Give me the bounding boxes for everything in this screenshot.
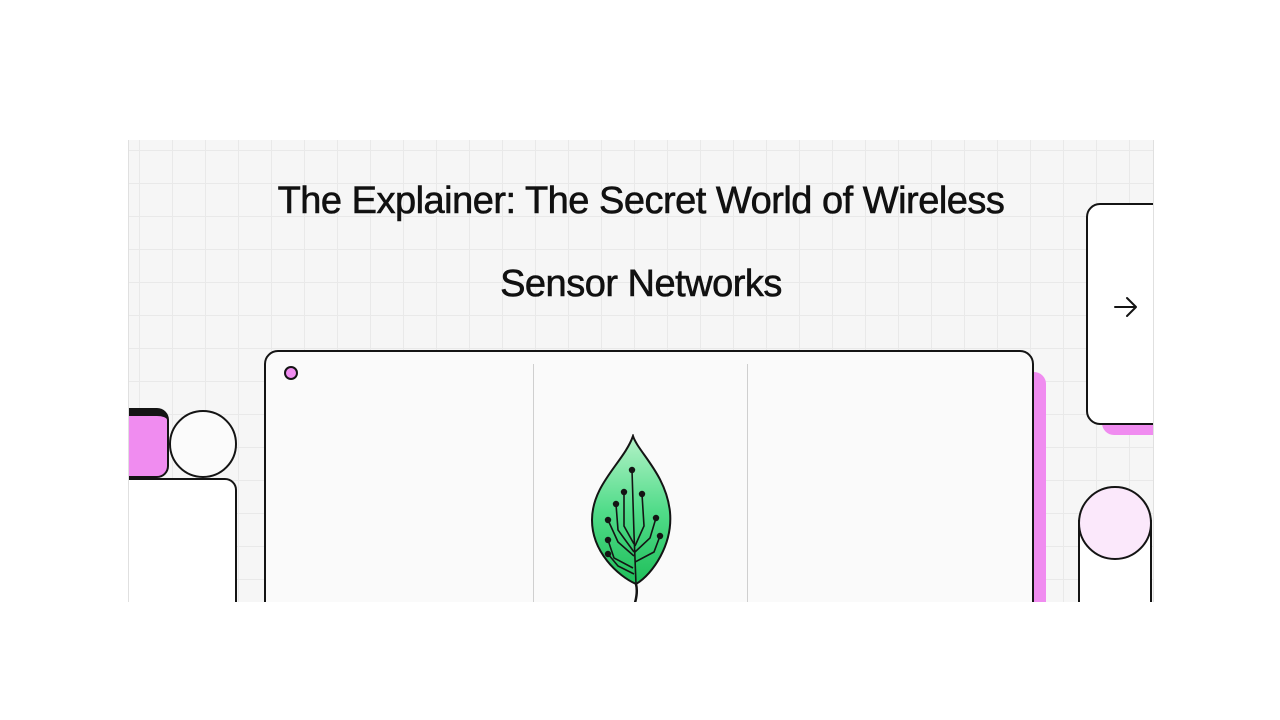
pink-dot-decoration bbox=[284, 366, 298, 380]
left-circle-decoration bbox=[169, 410, 237, 478]
circuit-leaf-icon bbox=[590, 434, 672, 602]
slide-canvas: The Explainer: The Secret World of Wirel… bbox=[128, 140, 1154, 602]
right-circle-decoration bbox=[1078, 486, 1152, 560]
arrow-right-icon[interactable] bbox=[1112, 295, 1140, 319]
main-card bbox=[264, 350, 1034, 602]
slide-title-line-2: Sensor Networks bbox=[500, 263, 783, 306]
slide-title-line-1: The Explainer: The Secret World of Wirel… bbox=[277, 180, 1005, 223]
card-divider-right bbox=[747, 364, 748, 602]
card-divider-left bbox=[533, 364, 534, 602]
left-pink-block bbox=[129, 408, 169, 478]
slide-title: The Explainer: The Secret World of Wirel… bbox=[129, 160, 1153, 326]
left-card-decoration bbox=[129, 478, 237, 602]
next-card[interactable] bbox=[1086, 203, 1153, 425]
